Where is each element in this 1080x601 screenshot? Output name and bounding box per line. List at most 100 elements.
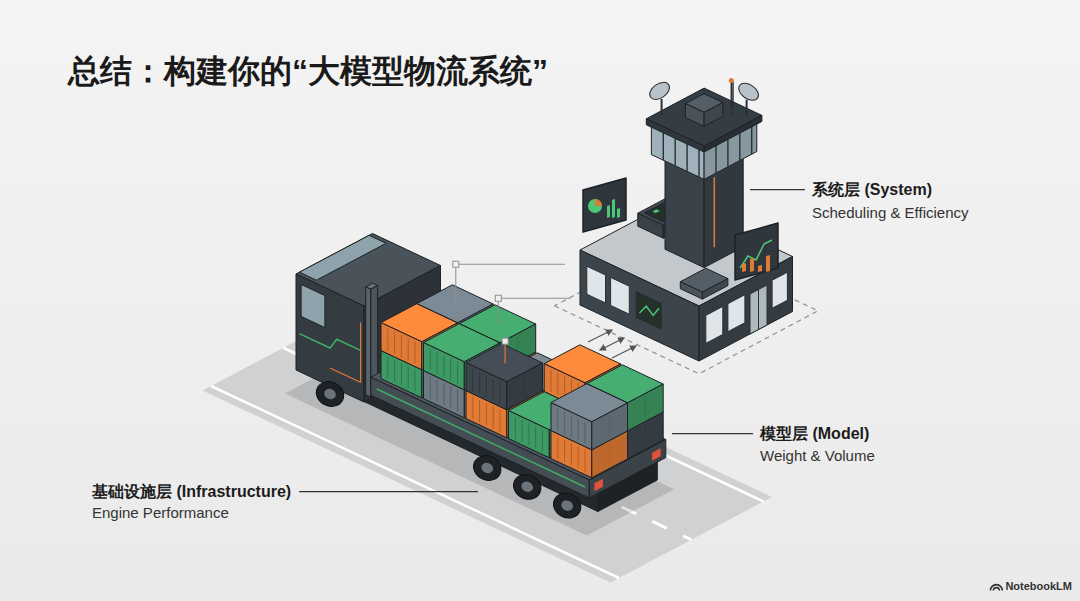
- layer-name: 模型层 (Model): [760, 424, 869, 443]
- monitor-panels: [583, 178, 778, 280]
- container-rib: [457, 390, 458, 412]
- wheel-hub: [322, 387, 337, 401]
- layer-description: Engine Performance: [92, 504, 229, 522]
- box-side: [509, 411, 550, 458]
- container-rib: [571, 415, 572, 437]
- glass-mullion: [739, 131, 740, 161]
- link-node: [495, 295, 501, 301]
- window: [611, 277, 630, 314]
- flow-arrow: [588, 330, 612, 342]
- link-node: [453, 261, 459, 267]
- tower-cable: [714, 177, 716, 247]
- wheel: [549, 489, 585, 523]
- layer-description: Scheduling & Efficiency: [812, 204, 968, 222]
- container-rib: [408, 366, 409, 388]
- screen-chart: [640, 306, 660, 315]
- data-link: [456, 264, 565, 304]
- glass-mullion: [751, 124, 752, 154]
- container-rib: [551, 370, 552, 392]
- leader-lines: [299, 190, 1002, 591]
- container-rib: [515, 417, 516, 439]
- truck: [285, 234, 674, 536]
- box-end: [702, 279, 728, 300]
- layer-description: Weight & Volume: [760, 447, 875, 465]
- bar: [742, 263, 746, 272]
- container-rib: [585, 450, 586, 472]
- box-end: [704, 103, 723, 127]
- container-rib: [479, 372, 480, 394]
- container-rib: [430, 349, 431, 371]
- bar: [607, 205, 610, 218]
- container-rib: [408, 338, 409, 360]
- container-rib: [450, 358, 451, 380]
- box-side: [551, 403, 592, 450]
- container-rib: [450, 386, 451, 408]
- antenna-tip: [729, 78, 734, 83]
- satellite-dish: [736, 80, 762, 104]
- container-door-line: [524, 375, 525, 397]
- cab-trim: [330, 322, 361, 382]
- flow-arrow: [612, 346, 636, 358]
- container-rib: [430, 377, 431, 399]
- container-rib: [401, 335, 402, 357]
- wheel: [509, 470, 545, 504]
- container-rib: [578, 418, 579, 440]
- container-rib: [557, 409, 558, 431]
- control-building: [580, 78, 793, 361]
- antenna: [731, 81, 733, 115]
- slide-title: 总结：构建你的“大模型物流系统”: [68, 52, 548, 90]
- container-rib: [437, 352, 438, 374]
- glass-mullion: [675, 136, 676, 166]
- container: [551, 384, 628, 450]
- data-links: [453, 261, 570, 363]
- container-rib: [500, 410, 501, 432]
- container-rib: [443, 383, 444, 405]
- container-rib: [564, 440, 565, 462]
- tail-light: [652, 448, 661, 461]
- box-side: [680, 282, 702, 299]
- side-window: [301, 284, 325, 327]
- box-side: [366, 287, 371, 397]
- box-side: [424, 343, 465, 390]
- antenna: [732, 82, 734, 108]
- container-rib: [415, 342, 416, 364]
- container-rib: [535, 426, 536, 448]
- container-rib: [557, 373, 558, 395]
- monitor-panel: [583, 178, 626, 232]
- box-side: [580, 250, 699, 361]
- wheel: [469, 451, 505, 485]
- box-side: [466, 363, 507, 410]
- container-rib: [437, 380, 438, 402]
- bar: [758, 265, 762, 272]
- leader-line: [299, 491, 478, 492]
- window: [706, 306, 723, 343]
- wheel-hub: [520, 480, 535, 494]
- wall-screen: [636, 291, 662, 329]
- container-rib: [401, 363, 402, 385]
- container-rib: [542, 430, 543, 452]
- glass-mullion: [715, 143, 716, 173]
- watermark-icon: [990, 585, 1002, 591]
- flow-arrow: [600, 338, 624, 350]
- box-side: [646, 119, 704, 152]
- container-rib: [387, 329, 388, 351]
- box-side: [381, 323, 422, 370]
- box-end: [592, 403, 628, 450]
- bar: [766, 255, 770, 272]
- tail-light: [594, 479, 603, 492]
- cab-trim: [299, 334, 360, 351]
- pie-chart: [588, 199, 602, 213]
- glass-mullion: [663, 130, 664, 160]
- pie-slice: [595, 199, 602, 206]
- door-split: [758, 290, 759, 330]
- layer-name: 系统层 (System): [812, 180, 932, 199]
- container-door-line: [609, 443, 610, 465]
- container-rib: [585, 422, 586, 444]
- wheel-hub: [480, 461, 495, 475]
- container-door-line: [645, 396, 646, 418]
- container-door-line: [609, 415, 610, 437]
- bar: [612, 199, 615, 218]
- console-light: [652, 209, 660, 213]
- container-rib: [472, 369, 473, 391]
